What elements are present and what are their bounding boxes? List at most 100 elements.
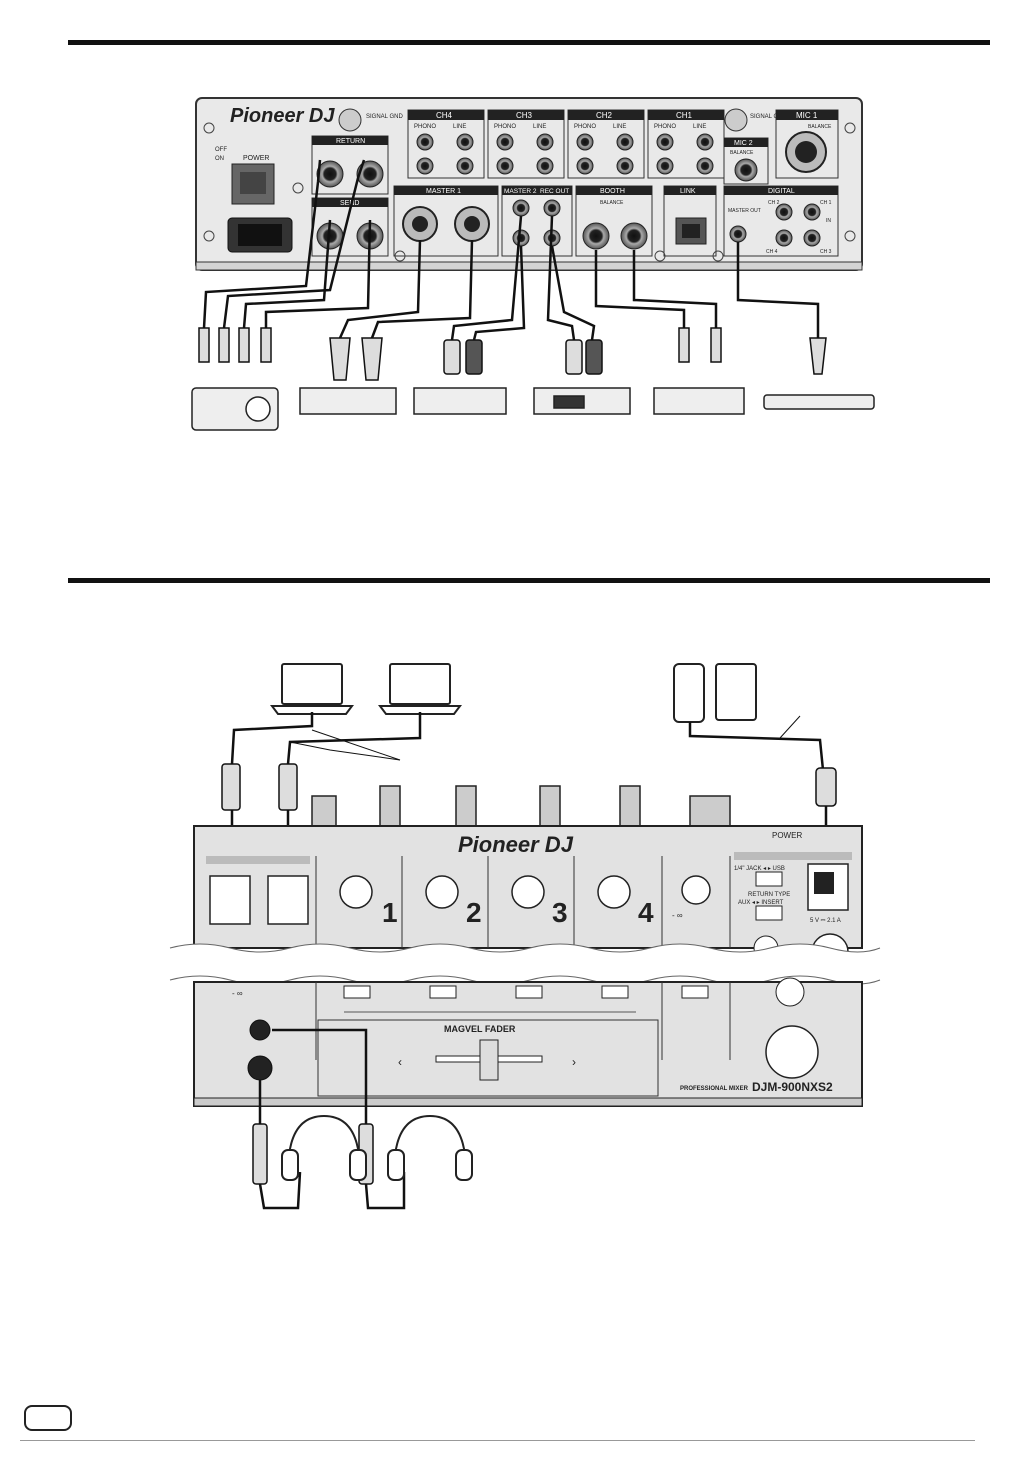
usb-select-switch[interactable] — [755, 871, 783, 887]
master-level-knob[interactable] — [775, 977, 805, 1007]
language-tab — [24, 1405, 72, 1431]
aux-insert-label: AUX ◂ ▸ INSERT — [738, 900, 784, 906]
return-r-jack[interactable] — [316, 160, 344, 188]
ch1-label: CH1 — [676, 111, 693, 120]
laptop-2 — [389, 663, 451, 705]
master2-l-jack[interactable] — [512, 199, 530, 217]
master-cf-switch[interactable] — [681, 985, 709, 999]
ch4-phono-l-jack[interactable] — [416, 133, 434, 151]
send-label: SEND — [340, 200, 359, 207]
ch4-cf-assign[interactable] — [601, 985, 629, 999]
ch1-phono-r-jack[interactable] — [656, 157, 674, 175]
ch3-input-knob[interactable] — [511, 875, 545, 909]
top-brand-logo: Pioneer DJ — [458, 832, 574, 857]
ch3-line-l-jack[interactable] — [536, 133, 554, 151]
usb-port-1[interactable] — [209, 875, 251, 925]
mixer-top-panel: Pioneer DJ POWER 1 2 3 4 - ∞ 1/4" JACK ◂… — [193, 785, 863, 971]
ch1-line-l-jack[interactable] — [696, 133, 714, 151]
link-label: LINK — [680, 188, 696, 195]
ch1-phono-l-jack[interactable] — [656, 133, 674, 151]
booth-l-jack[interactable] — [620, 222, 648, 250]
return-l-jack[interactable] — [356, 160, 384, 188]
usb-rating-label: 5 V ⎓ 2.1 A — [810, 918, 841, 924]
booth-balance: BALANCE — [600, 200, 624, 206]
rear-brand-logo: Pioneer DJ — [230, 105, 335, 127]
signal-gnd-terminal-2[interactable] — [724, 108, 748, 132]
booth-r-jack[interactable] — [582, 222, 610, 250]
professional-mixer-label: PROFESSIONAL MIXER — [680, 1086, 749, 1092]
rear-plugs — [198, 327, 827, 381]
trim-knob[interactable] — [681, 875, 711, 905]
master-level-big-knob[interactable] — [765, 1025, 819, 1079]
crossfader[interactable] — [479, 1039, 499, 1081]
ch2-phono-l-jack[interactable] — [576, 133, 594, 151]
ch3-phono-l-jack[interactable] — [496, 133, 514, 151]
signal-gnd-terminal[interactable] — [338, 108, 362, 132]
magvel-fader-label: MAGVEL FADER — [444, 1024, 516, 1034]
cf-right-arrow: › — [572, 1055, 576, 1069]
ch2-line-r-jack[interactable] — [616, 157, 634, 175]
channel-number-1: 1 — [382, 897, 398, 928]
phones-jack[interactable] — [247, 1055, 273, 1081]
mic2-jack[interactable] — [734, 158, 758, 182]
ch2-line: LINE — [613, 124, 626, 130]
ch3-cf-assign[interactable] — [515, 985, 543, 999]
booth-label: BOOTH — [600, 188, 625, 195]
section-rule-top — [68, 40, 990, 45]
top-power-label: POWER — [772, 831, 802, 840]
ch2-cf-assign[interactable] — [429, 985, 457, 999]
power-off-label: OFF — [215, 147, 227, 153]
usb-port-2[interactable] — [267, 875, 309, 925]
external-devices — [191, 387, 875, 431]
digital-label: DIGITAL — [768, 188, 795, 195]
mic2-balance: BALANCE — [730, 150, 754, 156]
ch1-cf-assign[interactable] — [343, 985, 371, 999]
signal-gnd-label: SIGNAL GND — [366, 114, 403, 120]
rear-panel: Pioneer DJ POWER OFF ON SIGNAL GND RETUR… — [195, 97, 863, 271]
footer-line — [20, 1440, 975, 1441]
ch1-input-knob[interactable] — [339, 875, 373, 909]
digital-ch4-label: CH 4 — [766, 249, 778, 255]
ch4-phono: PHONO — [414, 124, 436, 130]
ch3-line-r-jack[interactable] — [536, 157, 554, 175]
digital-ch4-jack[interactable] — [775, 229, 793, 247]
mixer-front-section: - ∞ MAGVEL FADER ‹ › PROFESSIONAL MIXER … — [193, 977, 863, 1107]
ch4-phono-r-jack[interactable] — [416, 157, 434, 175]
digital-ch2-label: CH 2 — [768, 200, 780, 206]
master1-label: MASTER 1 — [426, 188, 461, 195]
ch1-line-r-jack[interactable] — [696, 157, 714, 175]
master2-label: MASTER 2 — [504, 188, 537, 195]
ch4-input-knob[interactable] — [597, 875, 631, 909]
minus-inf-label-1: - ∞ — [672, 911, 683, 920]
phones-mini-jack[interactable] — [249, 1019, 271, 1041]
ch3-phono-r-jack[interactable] — [496, 157, 514, 175]
master2-r-jack[interactable] — [512, 229, 530, 247]
digital-ch3-jack[interactable] — [803, 229, 821, 247]
headphone-cables — [258, 1028, 406, 1210]
ch3-phono: PHONO — [494, 124, 516, 130]
digital-ch2-jack[interactable] — [775, 203, 793, 221]
ch4-line-r-jack[interactable] — [456, 157, 474, 175]
return-label: RETURN — [336, 138, 365, 145]
amplifier-device-1 — [413, 387, 507, 415]
rear-cables — [202, 159, 820, 341]
digital-ch3-label: CH 3 — [820, 249, 832, 255]
digital-ch1-label: CH 1 — [820, 200, 832, 206]
ch2-input-knob[interactable] — [425, 875, 459, 909]
digital-in-label: IN — [826, 218, 831, 224]
minus-inf-label-2: - ∞ — [232, 989, 243, 998]
digital-master-out-jack[interactable] — [729, 225, 747, 243]
ch4-line-l-jack[interactable] — [456, 133, 474, 151]
amplifier-device-2 — [653, 387, 745, 415]
rec-out-l-jack[interactable] — [543, 199, 561, 217]
smartphone — [673, 663, 705, 723]
ch4-label: CH4 — [436, 111, 453, 120]
return-type-switch[interactable] — [755, 905, 783, 921]
ch2-phono: PHONO — [574, 124, 596, 130]
ch2-line-l-jack[interactable] — [616, 133, 634, 151]
tablet — [715, 663, 757, 721]
signal-gnd-label-2: SIGNAL GND — [750, 114, 787, 120]
ch2-phono-r-jack[interactable] — [576, 157, 594, 175]
digital-ch1-jack[interactable] — [803, 203, 821, 221]
